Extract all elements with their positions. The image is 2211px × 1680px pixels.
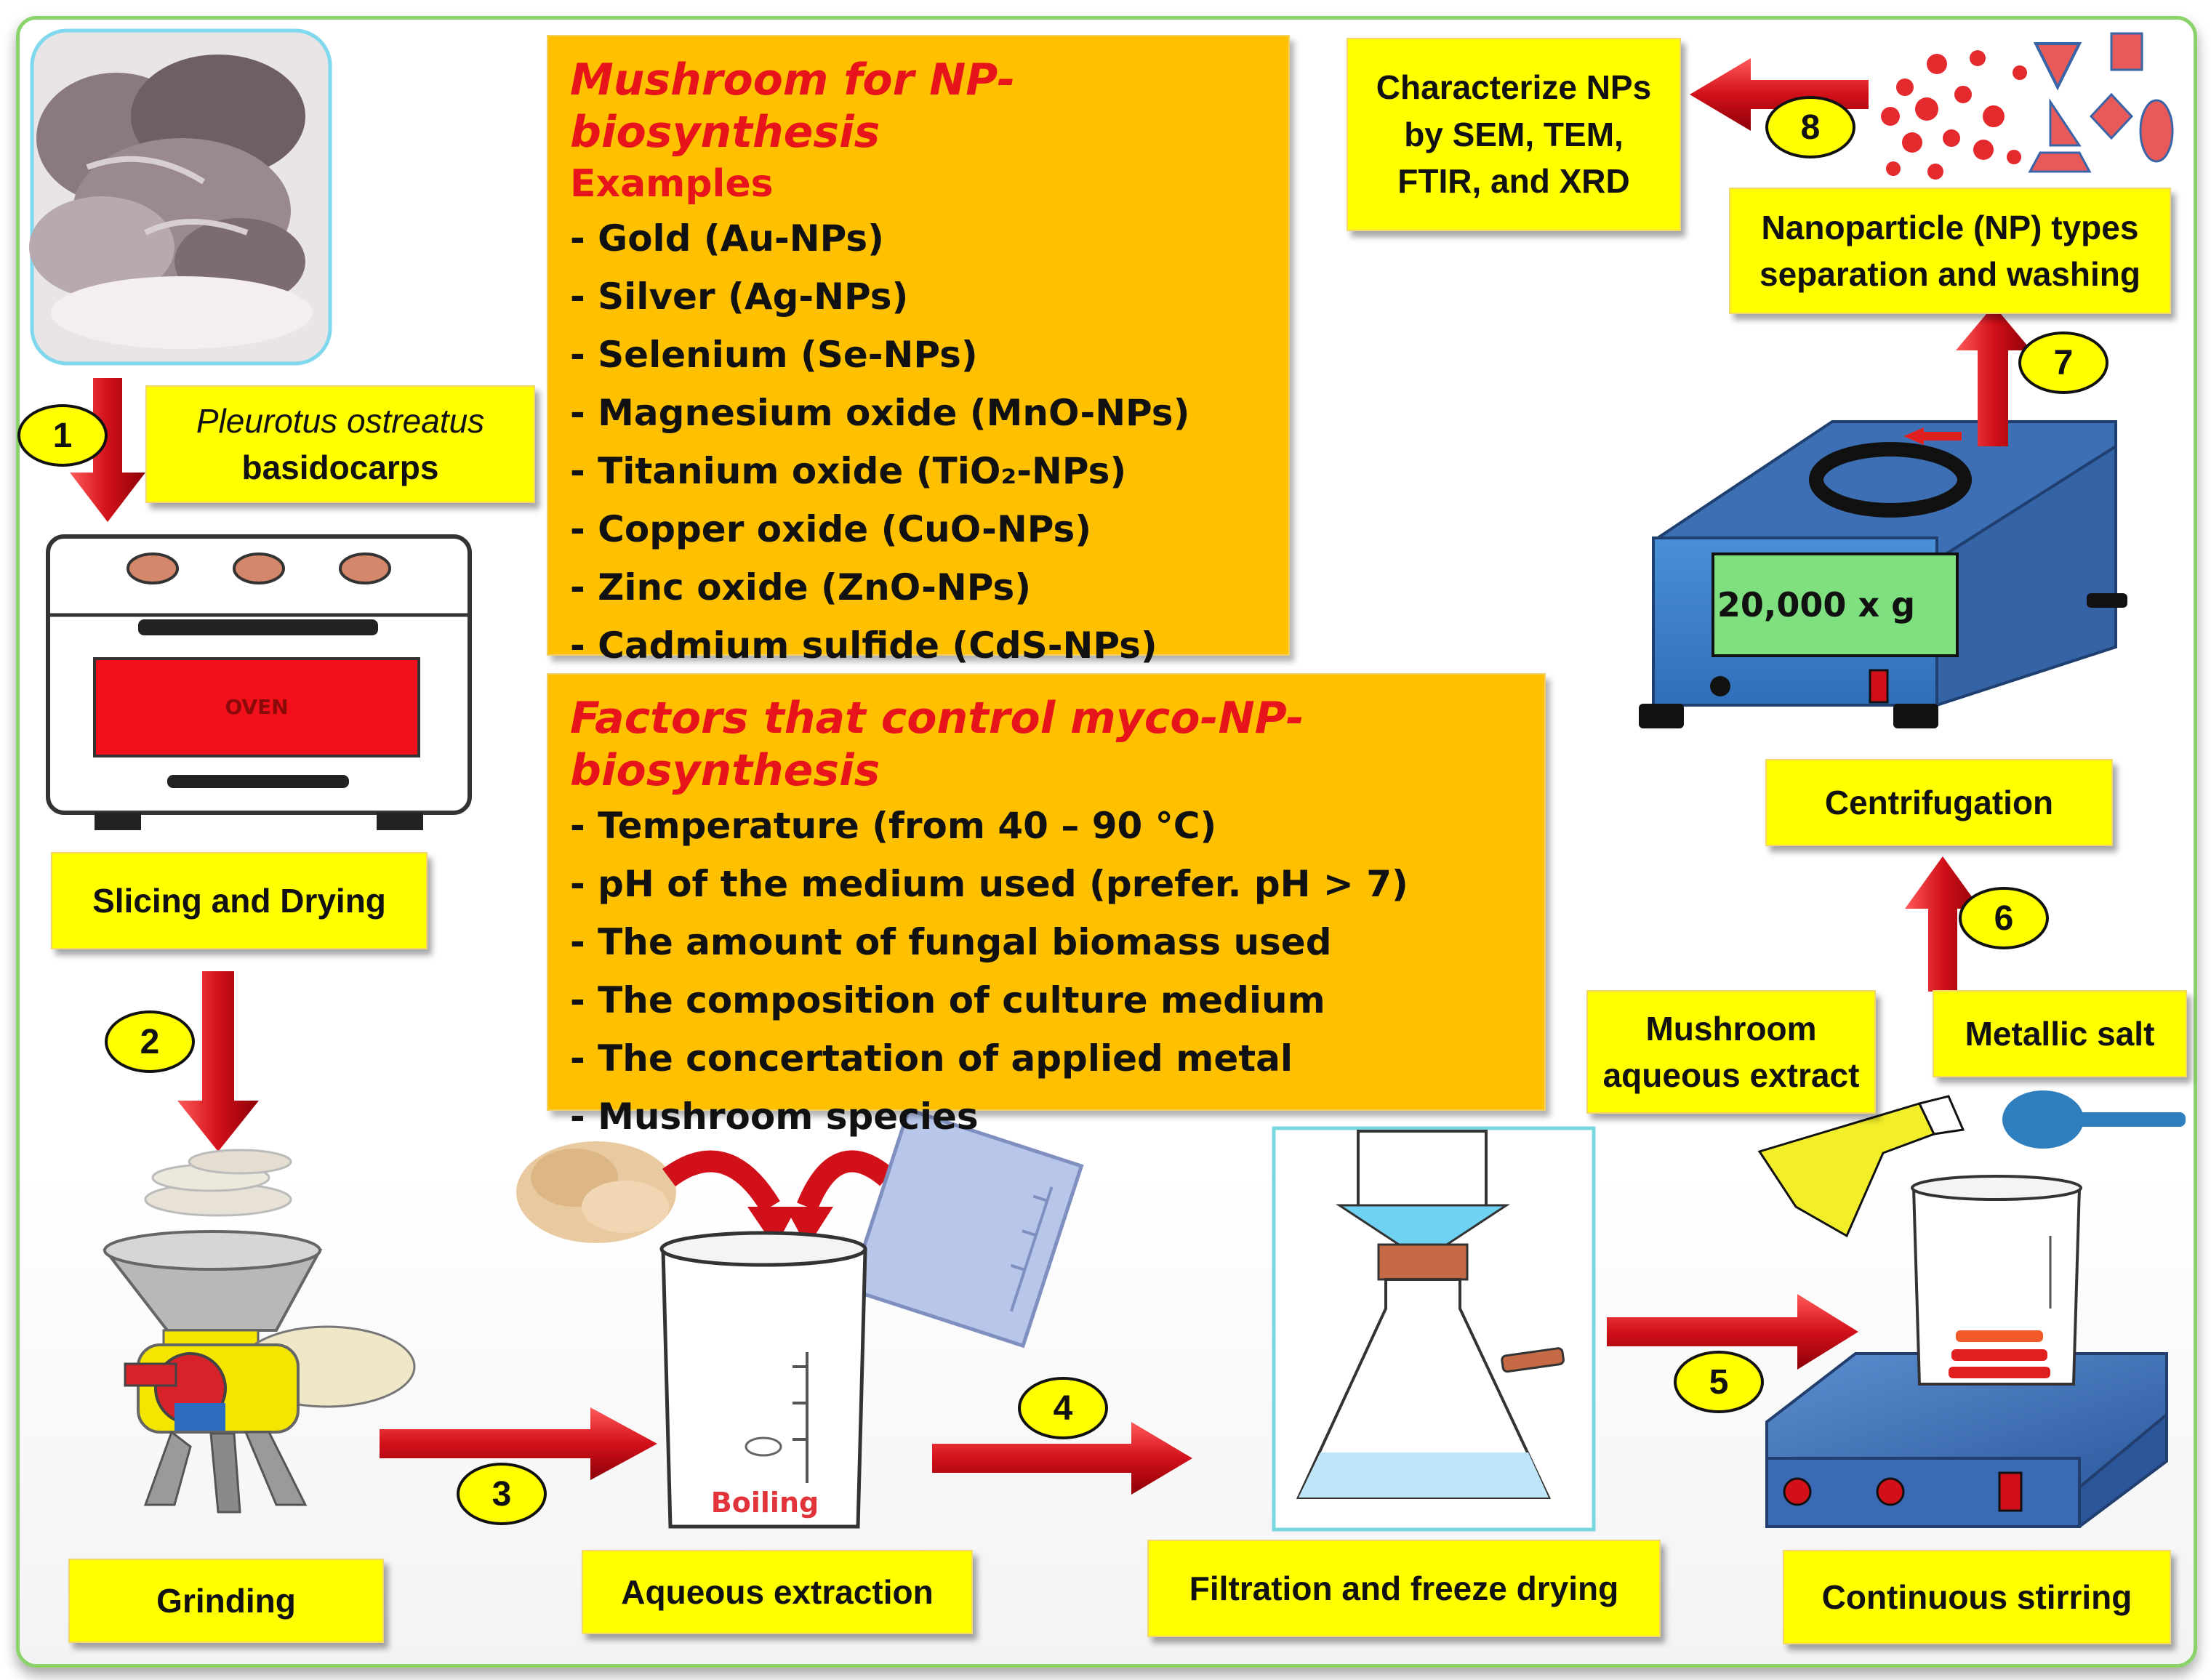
filtration-apparatus xyxy=(1272,1126,1596,1532)
filtration-label: Filtration and freeze drying xyxy=(1147,1540,1661,1637)
characterize-line-3: FTIR, and XRD xyxy=(1397,162,1630,201)
factor-item: - The amount of fungal biomass used xyxy=(570,921,1332,963)
step-badge-3: 3 xyxy=(457,1463,547,1525)
arrow-step-7 xyxy=(1956,305,2031,446)
characterize-line-1: Characterize NPs xyxy=(1376,68,1652,107)
np-example-item: - Selenium (Se-NPs) xyxy=(570,334,978,377)
arrow-step-3 xyxy=(380,1407,657,1480)
np-example-item: - Gold (Au-NPs) xyxy=(570,217,885,260)
np-example-item: - Titanium oxide (TiO₂-NPs) xyxy=(570,450,1127,493)
factors-panel: Factors that control myco-NP-biosynthesi… xyxy=(547,673,1546,1138)
boiling-beaker: Boiling xyxy=(659,1231,867,1529)
np-example-item: - Silver (Ag-NPs) xyxy=(570,276,909,318)
np-examples-title: Mushroom for NP-biosynthesis xyxy=(570,55,1016,158)
np-example-item: - Copper oxide (CuO-NPs) xyxy=(570,508,1092,551)
nanoparticle-cluster xyxy=(1881,32,2174,180)
grinding-label: Grinding xyxy=(68,1559,384,1643)
mushroom-photo xyxy=(29,28,332,366)
species-name: Pleurotus ostreatus xyxy=(196,401,485,440)
arrow-step-6 xyxy=(1905,856,1981,992)
grinder-illustration xyxy=(102,1149,416,1514)
mushroom-extract-line-1: Mushroom xyxy=(1645,1009,1817,1048)
step-badge-2: 2 xyxy=(105,1010,195,1073)
step-badge-6: 6 xyxy=(1959,887,2049,949)
oven-illustration: OVEN xyxy=(46,534,472,830)
curved-arrow-right xyxy=(797,1150,894,1211)
metallic-salt-label: Metallic salt xyxy=(1933,990,2187,1077)
arrow-step-1 xyxy=(70,378,145,522)
factor-item: - The composition of culture medium xyxy=(570,979,1325,1021)
species-label: Pleurotus ostreatus basidocarps xyxy=(145,385,535,503)
spoon-illustration xyxy=(2002,1090,2186,1149)
np-examples-panel: Mushroom for NP-biosynthesis Examples - … xyxy=(547,35,1290,667)
mushroom-powder xyxy=(516,1141,676,1243)
curved-arrow-left xyxy=(662,1150,780,1213)
mushroom-extract-line-2: aqueous extract xyxy=(1602,1056,1860,1094)
np-examples-subtitle: Examples xyxy=(570,162,774,206)
factor-item: - Mushroom species xyxy=(570,1096,979,1138)
factors-title: Factors that control myco-NP-biosynthesi… xyxy=(570,693,1304,796)
arrow-step-2 xyxy=(177,971,259,1152)
np-separation-line-1: Nanoparticle (NP) types xyxy=(1761,208,2139,246)
slicing-drying-label: Slicing and Drying xyxy=(51,852,428,949)
centrifuge-display: 20,000 x g xyxy=(1717,585,1915,624)
step-badge-8: 8 xyxy=(1765,96,1855,158)
aqueous-extraction-label: Aqueous extraction xyxy=(582,1550,973,1634)
arrow-step-5 xyxy=(1607,1294,1858,1370)
step-badge-4: 4 xyxy=(1018,1377,1108,1439)
np-example-item: - Zinc oxide (ZnO-NPs) xyxy=(570,566,1032,609)
continuous-stirring-label: Continuous stirring xyxy=(1783,1550,2171,1644)
centrifugation-label: Centrifugation xyxy=(1765,759,2113,846)
centrifuge-illustration: 20,000 x g xyxy=(1639,420,2127,728)
np-separation-line-2: separation and washing xyxy=(1759,255,2140,293)
characterize-line-2: by SEM, TEM, xyxy=(1404,115,1624,153)
species-part: basidocarps xyxy=(241,449,439,486)
arrow-step-8 xyxy=(1690,58,1869,131)
factor-item: - Temperature (from 40 – 90 °C) xyxy=(570,805,1217,847)
water-beaker xyxy=(848,1107,1084,1349)
characterize-label: Characterize NPs by SEM, TEM, FTIR, and … xyxy=(1347,38,1681,231)
boiling-label: Boiling xyxy=(711,1487,819,1519)
mushroom-extract-label: Mushroom aqueous extract xyxy=(1586,990,1876,1114)
factor-item: - pH of the medium used (prefer. pH > 7) xyxy=(570,863,1408,905)
arrow-step-4 xyxy=(932,1422,1192,1495)
np-example-item: - Magnesium oxide (MnO-NPs) xyxy=(570,392,1190,435)
stirrer-illustration xyxy=(1765,1175,2168,1528)
oven-label: OVEN xyxy=(225,695,288,719)
np-example-item: - Cadmium sulfide (CdS-NPs) xyxy=(570,624,1157,667)
step-badge-1: 1 xyxy=(17,404,108,467)
step-badge-5: 5 xyxy=(1674,1351,1764,1413)
step-badge-7: 7 xyxy=(2018,331,2108,394)
flask-illustration xyxy=(1757,1095,1965,1238)
np-separation-label: Nanoparticle (NP) types separation and w… xyxy=(1729,188,2171,314)
factor-item: - The concertation of applied metal xyxy=(570,1037,1293,1080)
